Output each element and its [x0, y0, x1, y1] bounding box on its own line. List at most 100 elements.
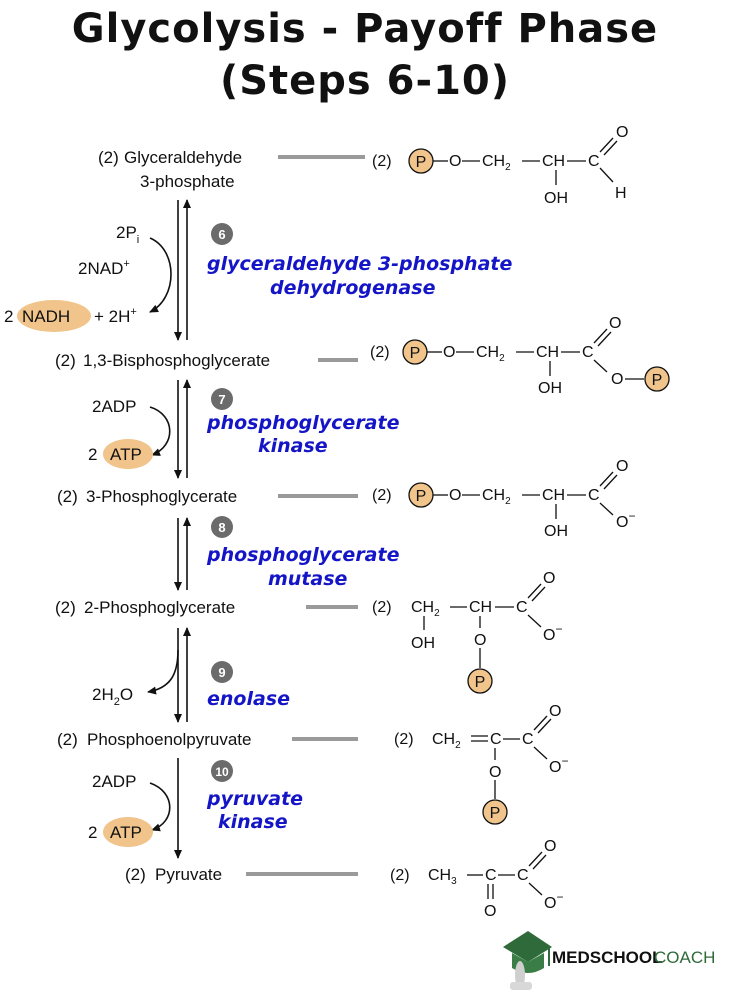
structure-3-phosphoglycerate: (2) P O CH2 CH C OH O O−: [372, 458, 635, 540]
svg-text:(2): (2): [394, 731, 414, 748]
reaction-arrows: [147, 199, 191, 859]
phosphate-label: 2P: [116, 223, 137, 242]
svg-text:C: C: [588, 153, 600, 170]
svg-text:O: O: [549, 703, 561, 720]
enzyme-name-line2: kinase: [218, 811, 288, 833]
count-label: (2): [55, 351, 76, 370]
count-label: (2): [98, 148, 119, 167]
svg-text:C: C: [517, 867, 529, 884]
svg-text:2Pi: 2Pi: [116, 223, 139, 246]
svg-text:O: O: [484, 903, 496, 920]
svg-text:O: O: [611, 371, 623, 388]
metabolite-glyceraldehyde-3-phosphate: (2) Glyceraldehyde 3-phosphate: [98, 148, 242, 191]
svg-text:OH: OH: [411, 635, 435, 652]
svg-text:(2): (2): [372, 153, 392, 170]
atp-coefficient: 2: [88, 445, 97, 464]
svg-text:P: P: [410, 345, 421, 362]
count-label: (2): [125, 865, 146, 884]
metabolite-pyruvate: (2) Pyruvate: [125, 865, 222, 884]
svg-text:O: O: [544, 838, 556, 855]
step-number: 8: [218, 520, 225, 535]
svg-text:C: C: [490, 731, 502, 748]
metabolite-name: Glyceraldehyde: [124, 148, 242, 167]
svg-text:O: O: [609, 315, 621, 332]
svg-text:CH2: CH2: [411, 599, 440, 619]
logo-text-medschool: MEDSCHOOL: [552, 948, 663, 967]
svg-text:(2): (2): [370, 344, 390, 361]
metabolite-name: Phosphoenolpyruvate: [87, 730, 251, 749]
phosphate-circle: [482, 799, 508, 825]
enzyme-name-line2: kinase: [258, 435, 328, 457]
svg-text:O: O: [449, 487, 461, 504]
atp-highlight: [103, 439, 153, 469]
count-label: (2): [57, 730, 78, 749]
step-number: 7: [218, 392, 225, 407]
phosphate-circle: [644, 366, 670, 392]
connector-lines: [246, 155, 365, 876]
step-badge: [211, 661, 233, 683]
structure-phosphoenolpyruvate: (2) CH2 C C O P O O−: [394, 703, 568, 825]
step-badge: [211, 760, 233, 782]
svg-text:CH2: CH2: [476, 344, 505, 364]
step-8: 8 phosphoglycerate mutase: [206, 516, 400, 590]
svg-text:+ 2H+: + 2H+: [94, 306, 137, 326]
svg-text:P: P: [490, 805, 501, 822]
step-number: 6: [218, 227, 225, 242]
graduation-cap-icon: [503, 931, 552, 990]
cofactor-curve: [147, 649, 179, 695]
svg-text:CH: CH: [542, 487, 565, 504]
page-title-line1: Glycolysis - Payoff Phase: [71, 6, 659, 52]
svg-text:CH: CH: [469, 599, 492, 616]
svg-text:O: O: [443, 344, 455, 361]
svg-text:2H2O: 2H2O: [92, 685, 133, 708]
step-10: 10 pyruvate kinase: [206, 760, 303, 833]
step-badge: [211, 388, 233, 410]
svg-text:O−: O−: [549, 754, 568, 776]
svg-text:(2): (2): [390, 867, 410, 884]
svg-text:OH: OH: [538, 380, 562, 397]
svg-text:O: O: [489, 764, 501, 781]
svg-text:C: C: [485, 867, 497, 884]
count-label: (2): [55, 598, 76, 617]
svg-text:2NAD+: 2NAD+: [78, 258, 130, 278]
step10-cofactors: 2ADP 2 ATP: [88, 772, 153, 847]
chemical-structures: (2) P O CH2 CH C OH O H (2) P O: [370, 124, 670, 920]
step7-cofactors: 2ADP 2 ATP: [88, 397, 153, 469]
step9-cofactors: 2H2O: [92, 685, 133, 708]
metabolite-phosphoenolpyruvate: (2) Phosphoenolpyruvate: [57, 730, 251, 749]
svg-text:O−: O−: [616, 509, 635, 531]
svg-text:O: O: [543, 570, 555, 587]
cofactor-curve: [149, 237, 172, 313]
svg-text:O−: O−: [543, 622, 562, 644]
svg-text:P: P: [416, 488, 427, 505]
svg-text:OH: OH: [544, 190, 568, 207]
step-number: 10: [215, 765, 229, 779]
medschoolcoach-logo: MEDSCHOOL COACH: [503, 931, 715, 990]
nadh-label: NADH: [22, 307, 70, 326]
hydrogen-label: + 2H: [94, 307, 130, 326]
water-label: 2H: [92, 685, 114, 704]
svg-text:P: P: [652, 372, 663, 389]
svg-text:(2): (2): [372, 599, 392, 616]
adp-label: 2ADP: [92, 397, 136, 416]
svg-text:C: C: [516, 599, 528, 616]
metabolite-name: 2-Phosphoglycerate: [84, 598, 235, 617]
svg-text:P: P: [475, 674, 486, 691]
svg-text:O: O: [616, 124, 628, 141]
enzyme-name-line1: phosphoglycerate: [206, 544, 400, 566]
svg-text:P: P: [416, 154, 427, 171]
phosphate-circle: [467, 668, 493, 694]
step-6: 6 glyceraldehyde 3-phosphate dehydrogena…: [207, 223, 512, 299]
enzyme-name-line2: dehydrogenase: [270, 277, 436, 299]
count-label: (2): [57, 487, 78, 506]
svg-text:H: H: [615, 185, 627, 202]
step-badge: [211, 223, 233, 245]
structure-pyruvate: (2) CH3 C C O O O−: [390, 838, 563, 920]
step-9: 9 enolase: [207, 661, 290, 710]
atp-label: ATP: [110, 445, 142, 464]
metabolite-3-phosphoglycerate: (2) 3-Phosphoglycerate: [57, 487, 237, 506]
metabolite-name: 1,3-Bisphosphoglycerate: [83, 351, 270, 370]
structure-2-phosphoglycerate: (2) CH2 CH C OH O P O O−: [372, 570, 562, 694]
svg-text:(2): (2): [372, 487, 392, 504]
